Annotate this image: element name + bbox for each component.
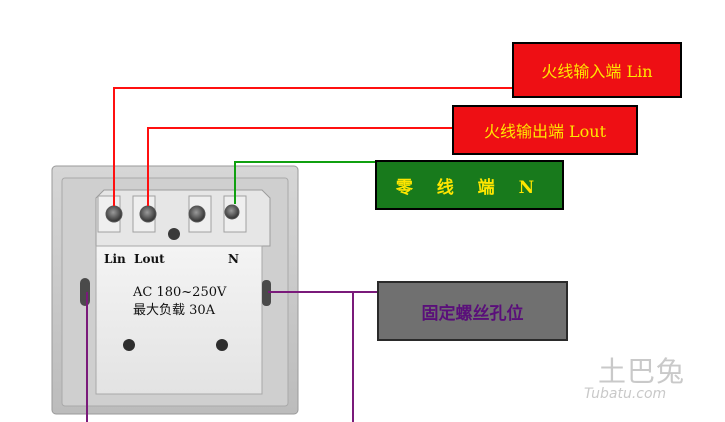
terminal-hole-spare bbox=[188, 205, 206, 223]
terminal-label-lout: Lout bbox=[134, 252, 165, 266]
watermark-logo-cn: 土巴兔 bbox=[598, 355, 686, 388]
left-screw-slot bbox=[80, 278, 90, 306]
neutral-wire bbox=[234, 161, 375, 204]
watermark-logo-en: Tubatu.com bbox=[584, 386, 667, 402]
spec-voltage: AC 180~250V bbox=[133, 285, 227, 300]
live-in-label: 火线输入端 Lin bbox=[512, 42, 682, 98]
right-screw-slot bbox=[262, 280, 271, 306]
terminal-label-lin: Lin bbox=[104, 252, 126, 266]
center-hole bbox=[168, 228, 180, 240]
plate-hole-right bbox=[216, 339, 228, 351]
live-in-wire bbox=[113, 87, 512, 206]
live-out-label: 火线输出端 Lout bbox=[452, 105, 638, 155]
live-out-label-text: 火线输出端 Lout bbox=[483, 122, 607, 141]
terminal-hole-lin bbox=[105, 205, 123, 223]
screw-holes-label: 固定螺丝孔位 bbox=[377, 281, 568, 341]
plate-hole-left bbox=[123, 339, 135, 351]
plate-body bbox=[95, 245, 263, 395]
terminal-hole-lout bbox=[139, 205, 157, 223]
screw-holes-label-text: 固定螺丝孔位 bbox=[421, 303, 524, 324]
neutral-label-text: 零 线 端 N bbox=[395, 177, 544, 198]
live-out-wire bbox=[147, 127, 452, 206]
terminal-hole-n bbox=[224, 204, 240, 220]
neutral-label: 零 线 端 N bbox=[375, 160, 564, 210]
spec-max-load: 最大负载 30A bbox=[133, 303, 216, 318]
terminal-label-n: N bbox=[228, 252, 239, 266]
live-in-label-text: 火线输入端 Lin bbox=[541, 62, 653, 81]
